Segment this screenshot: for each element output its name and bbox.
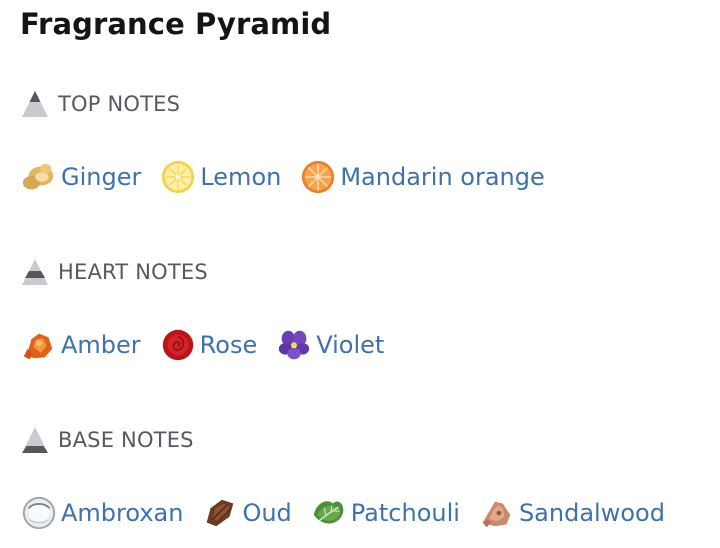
note-label: Ginger — [61, 163, 142, 191]
note-lemon[interactable]: Lemon — [159, 158, 281, 196]
section-header-base-notes: BASE NOTES — [20, 423, 194, 457]
note-label: Amber — [61, 331, 141, 359]
rose-icon — [162, 329, 193, 361]
oud-icon — [207, 499, 234, 527]
section-label: TOP NOTES — [58, 92, 181, 116]
lemon-icon — [162, 160, 195, 194]
section-header-heart-notes: HEART NOTES — [20, 255, 208, 289]
note-label: Mandarin orange — [340, 163, 545, 191]
note-label: Rose — [199, 331, 258, 359]
note-ginger[interactable]: Ginger — [20, 158, 141, 196]
notes-row-base: Ambroxan Oud Patchouli Sandalwood — [20, 492, 683, 534]
section-header-top-notes: TOP NOTES — [20, 87, 180, 121]
note-sandalwood[interactable]: Sandalwood — [478, 494, 665, 532]
note-amber[interactable]: Amber — [20, 326, 141, 364]
notes-row-heart: Amber Rose Violet — [20, 324, 402, 366]
section-label: BASE NOTES — [58, 428, 194, 452]
note-label: Lemon — [200, 163, 282, 191]
pyramid-heart-icon — [22, 259, 48, 285]
note-rose[interactable]: Rose — [159, 326, 258, 364]
note-label: Oud — [242, 499, 292, 527]
section-label: HEART NOTES — [58, 260, 208, 284]
amber-icon — [23, 333, 53, 360]
ambroxan-icon — [22, 496, 56, 530]
note-label: Patchouli — [350, 499, 460, 527]
patchouli-icon — [313, 501, 344, 524]
note-label: Sandalwood — [518, 499, 665, 527]
pyramid-base-icon — [22, 427, 48, 453]
note-mandarin-orange[interactable]: Mandarin orange — [299, 158, 545, 196]
ginger-icon — [22, 163, 54, 190]
sandalwood-icon — [482, 501, 511, 528]
notes-row-top: Ginger Lemon Manda — [20, 156, 563, 198]
note-patchouli[interactable]: Patchouli — [310, 494, 460, 532]
note-label: Ambroxan — [61, 499, 184, 527]
note-ambroxan[interactable]: Ambroxan — [20, 494, 183, 532]
pyramid-top-icon — [22, 91, 48, 117]
note-label: Violet — [316, 331, 385, 359]
violet-icon — [279, 330, 310, 360]
page-title: Fragrance Pyramid — [20, 7, 332, 41]
note-oud[interactable]: Oud — [201, 494, 292, 532]
note-violet[interactable]: Violet — [275, 326, 384, 364]
mandarin-orange-icon — [302, 160, 335, 194]
